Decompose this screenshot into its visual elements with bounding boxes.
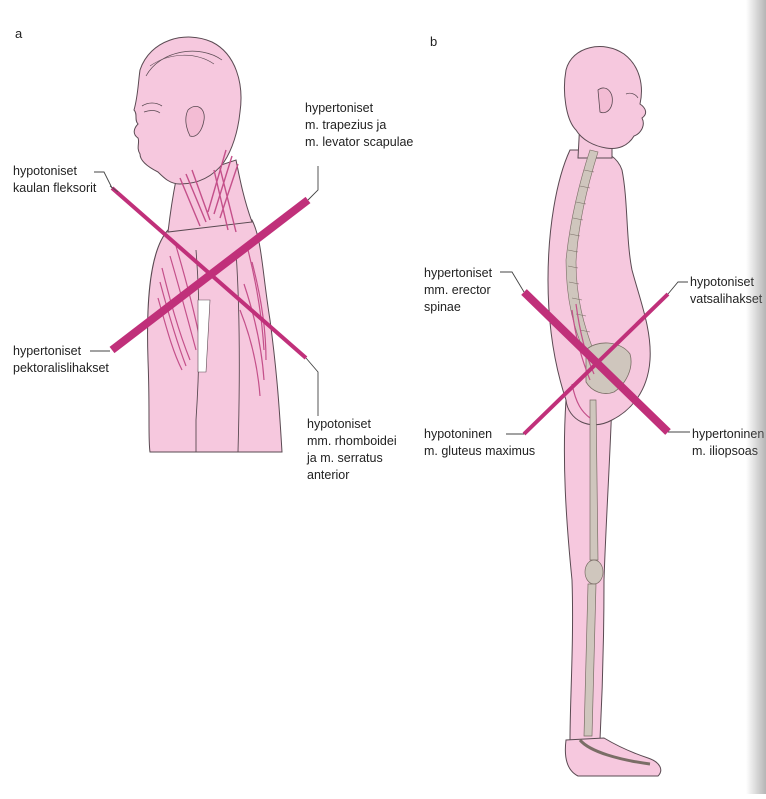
panel-a-figure <box>134 37 282 452</box>
panel-a-letter: a <box>15 26 22 41</box>
label-hypo-neck-flexors: hypotoniset kaulan fleksorit <box>13 163 96 197</box>
label-hyper-trapezius: hypertoniset m. trapezius ja m. levator … <box>305 100 413 151</box>
label-hyper-pectoral: hypertoniset pektoralislihakset <box>13 343 109 377</box>
label-hyper-erector: hypertoniset mm. erector spinae <box>424 265 492 316</box>
label-hypo-rhomboid: hypotoniset mm. rhomboidei ja m. serratu… <box>307 416 397 484</box>
page-edge-shadow <box>746 0 766 794</box>
panel-b-letter: b <box>430 34 437 49</box>
label-hypo-gluteus: hypotoninen m. gluteus maximus <box>424 426 535 460</box>
